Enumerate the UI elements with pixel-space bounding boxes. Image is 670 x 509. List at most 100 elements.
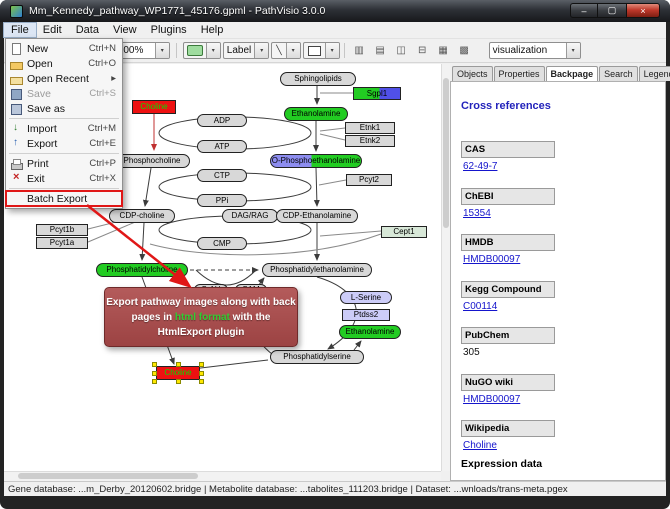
pathway-node-ctp[interactable]: CTP bbox=[197, 169, 247, 182]
pathway-node-cept1[interactable]: Cept1 bbox=[381, 226, 427, 238]
align-center-horizontal-button[interactable]: ▥ bbox=[349, 42, 370, 60]
dropdown-arrow-icon[interactable] bbox=[285, 43, 300, 58]
dropdown-arrow-icon[interactable] bbox=[324, 43, 339, 58]
zoom-combobox[interactable]: 100% bbox=[113, 42, 170, 59]
submenu-arrow-icon: ▸ bbox=[111, 73, 116, 84]
xref-header-chebi: ChEBI bbox=[461, 187, 555, 205]
xref-link[interactable]: HMDB00097 bbox=[463, 393, 521, 405]
selection-handle[interactable] bbox=[199, 379, 204, 384]
pathway-node-cmp[interactable]: CMP bbox=[197, 237, 247, 250]
selection-handle[interactable] bbox=[152, 371, 157, 376]
menu-item-label: Export bbox=[27, 137, 58, 150]
menu-data[interactable]: Data bbox=[75, 24, 99, 36]
pathway-edge bbox=[158, 116, 312, 150]
pathway-node-ethanolamine[interactable]: Ethanolamine bbox=[339, 325, 401, 339]
stack-vertical-button[interactable]: ▩ bbox=[454, 42, 475, 60]
file-menu-item-open-recent[interactable]: Open Recent▸ bbox=[6, 71, 122, 86]
pathway-node-adp[interactable]: ADP bbox=[197, 114, 247, 127]
align-top-button[interactable]: ⊟ bbox=[412, 42, 433, 60]
selection-handle[interactable] bbox=[176, 362, 181, 367]
horizontal-scrollbar[interactable] bbox=[4, 471, 441, 481]
pathway-node-pcyt2[interactable]: Pcyt2 bbox=[346, 174, 392, 186]
pathway-node-etnk1[interactable]: Etnk1 bbox=[345, 122, 395, 134]
print-icon bbox=[10, 158, 23, 170]
align-left-button[interactable]: ◫ bbox=[391, 42, 412, 60]
title-bar[interactable]: Mm_Kennedy_pathway_WP1771_45176.gpml - P… bbox=[0, 0, 670, 22]
pathway-node-l-serine[interactable]: L-Serine bbox=[340, 291, 392, 304]
pathway-node-sphingolipids[interactable]: Sphingolipids bbox=[280, 72, 356, 86]
pathway-node-phosphatidylethanolamine[interactable]: Phosphatidylethanolamine bbox=[262, 263, 372, 277]
common-width-button[interactable]: ▦ bbox=[433, 42, 454, 60]
menu-bar: File Edit Data View Plugins Help bbox=[3, 22, 666, 39]
horizontal-scroll-thumb[interactable] bbox=[18, 473, 198, 479]
menu-file[interactable]: File bbox=[3, 22, 37, 38]
selection-handle[interactable] bbox=[199, 362, 204, 367]
selection-handle[interactable] bbox=[176, 379, 181, 384]
selection-handle[interactable] bbox=[152, 379, 157, 384]
visualization-dropdown[interactable]: visualization bbox=[488, 42, 581, 59]
zoom-dropdown-arrow-icon[interactable] bbox=[154, 43, 169, 58]
xref-link[interactable]: C00114 bbox=[463, 300, 498, 312]
pathway-node-pcyt1a[interactable]: Pcyt1a bbox=[36, 237, 88, 249]
xref-header-pubchem: PubChem bbox=[461, 327, 555, 344]
tab-search[interactable]: Search bbox=[599, 66, 638, 81]
pathway-node-o-phosphoethanolamine[interactable]: O-Phosphoethanolamine bbox=[270, 154, 362, 168]
datanode-tool-dropdown[interactable] bbox=[182, 42, 221, 59]
xref-link[interactable]: 15354 bbox=[463, 207, 491, 219]
file-menu-item-save-as[interactable]: Save as bbox=[6, 101, 122, 116]
tab-legend[interactable]: Legend bbox=[638, 66, 670, 81]
shape-tool-dropdown[interactable] bbox=[302, 42, 340, 59]
pathway-node-ethanolamine[interactable]: Ethanolamine bbox=[284, 107, 348, 121]
menu-plugins[interactable]: Plugins bbox=[150, 24, 187, 36]
dropdown-arrow-icon[interactable] bbox=[205, 43, 220, 58]
pathway-node-phosphocholine[interactable]: Phosphocholine bbox=[114, 154, 190, 168]
pathway-node-phosphatidylserine[interactable]: Phosphatidylserine bbox=[270, 350, 364, 364]
maximize-button[interactable]: ▢ bbox=[598, 3, 626, 18]
file-menu-item-batch-export[interactable]: Batch Export bbox=[5, 190, 123, 207]
align-center-vertical-icon: ▤ bbox=[375, 45, 385, 56]
pathway-node-choline[interactable]: Choline bbox=[132, 100, 176, 114]
tab-properties[interactable]: Properties bbox=[493, 66, 545, 81]
pathway-node-choline[interactable]: Choline bbox=[156, 366, 200, 380]
vertical-scroll-thumb[interactable] bbox=[443, 78, 449, 228]
pathway-node-pcyt1b[interactable]: Pcyt1b bbox=[36, 224, 88, 236]
xref-link[interactable]: 62-49-7 bbox=[463, 161, 498, 172]
pathway-node-cdp-ethanolamine[interactable]: CDP-Ethanolamine bbox=[276, 209, 358, 223]
menu-view[interactable]: View bbox=[112, 24, 137, 36]
minimize-button[interactable]: – bbox=[570, 3, 598, 18]
pathway-node-phosphatidylcholine[interactable]: Phosphatidylcholine bbox=[96, 263, 188, 277]
tab-backpage[interactable]: Backpage bbox=[545, 66, 599, 81]
close-button[interactable]: × bbox=[626, 3, 660, 18]
vertical-scrollbar[interactable] bbox=[441, 64, 450, 471]
align-center-vertical-button[interactable]: ▤ bbox=[370, 42, 391, 60]
dropdown-arrow-icon[interactable] bbox=[565, 43, 580, 58]
line-tool-dropdown[interactable]: ╲ bbox=[271, 42, 301, 59]
menu-edit[interactable]: Edit bbox=[42, 24, 62, 36]
pathway-node-etnk2[interactable]: Etnk2 bbox=[345, 135, 395, 147]
pathway-node-ppi[interactable]: PPi bbox=[197, 194, 247, 207]
menu-help[interactable]: Help bbox=[200, 24, 224, 36]
dropdown-arrow-icon[interactable] bbox=[254, 43, 269, 58]
tab-objects[interactable]: Objects bbox=[452, 66, 493, 81]
pathway-node-cdp-choline[interactable]: CDP-choline bbox=[109, 209, 175, 223]
pathway-node-ptdss2[interactable]: Ptdss2 bbox=[342, 309, 390, 321]
selection-handle[interactable] bbox=[152, 362, 157, 367]
selection-handle[interactable] bbox=[199, 371, 204, 376]
xref-header-cas: CAS bbox=[461, 141, 555, 158]
pathway-node-dag-rag[interactable]: DAG/RAG bbox=[222, 209, 278, 223]
label-tool-dropdown[interactable]: Label bbox=[222, 42, 270, 59]
pathway-node-sgpl1[interactable]: Sgpl1 bbox=[353, 87, 401, 100]
xref-link[interactable]: HMDB00097 bbox=[463, 254, 521, 265]
pathway-node-atp[interactable]: ATP bbox=[197, 140, 247, 153]
xref-link[interactable]: Choline bbox=[463, 440, 497, 451]
